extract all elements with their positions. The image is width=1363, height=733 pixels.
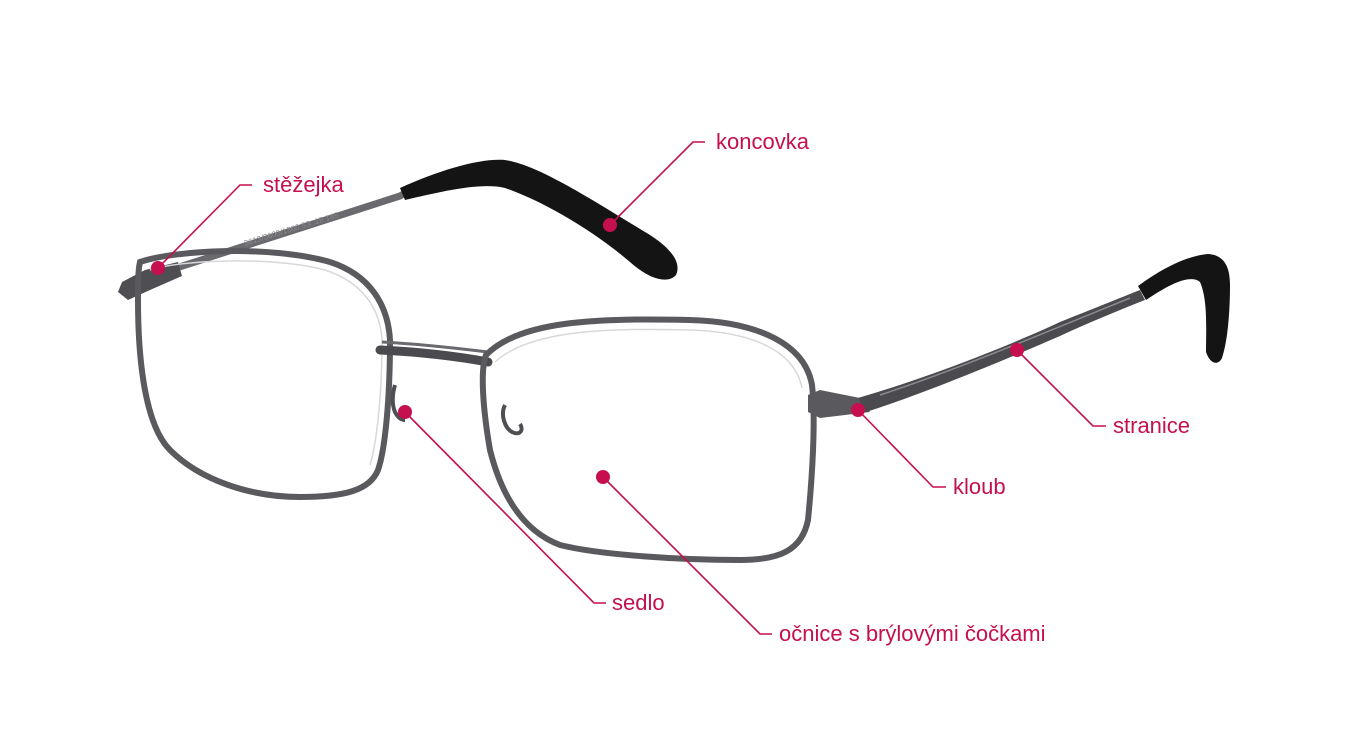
callout-dot-stezejka <box>151 261 165 275</box>
callout-line-ocnice <box>602 476 772 635</box>
callout-dot-sedlo <box>398 405 412 419</box>
left-nose-pad-arm <box>390 384 406 422</box>
right-rim <box>479 316 817 564</box>
right-nose-pad-arm <box>501 404 524 436</box>
label-ocnice: očnice s brýlovými čočkami <box>779 621 1046 646</box>
callout-line-kloub <box>857 409 946 488</box>
callout-line-sedlo <box>404 411 606 604</box>
near-temple-tip <box>1138 254 1230 363</box>
callout-dot-koncovka <box>603 218 617 232</box>
far-temple-tip <box>400 159 678 280</box>
callout-line-koncovka <box>609 141 705 226</box>
bridge-top <box>381 340 489 354</box>
callout-line-stezejka <box>157 184 252 269</box>
near-temple-highlight <box>879 297 1131 396</box>
callout-dot-ocnice <box>596 470 610 484</box>
right-lens <box>494 328 803 389</box>
left-lens <box>149 260 383 466</box>
label-stranice: stranice <box>1113 413 1191 438</box>
bridge <box>375 345 493 367</box>
label-sedlo: sedlo <box>612 590 665 615</box>
callout-line-stranice <box>1016 349 1106 427</box>
far-hinge <box>118 262 182 300</box>
left-rim <box>134 248 394 501</box>
label-stezejka: stěžejka <box>263 172 344 197</box>
label-kloub: kloub <box>953 474 1006 499</box>
label-koncovka: koncovka <box>716 129 809 154</box>
callout-dot-stranice <box>1010 343 1024 357</box>
callout-dot-kloub <box>851 403 865 417</box>
